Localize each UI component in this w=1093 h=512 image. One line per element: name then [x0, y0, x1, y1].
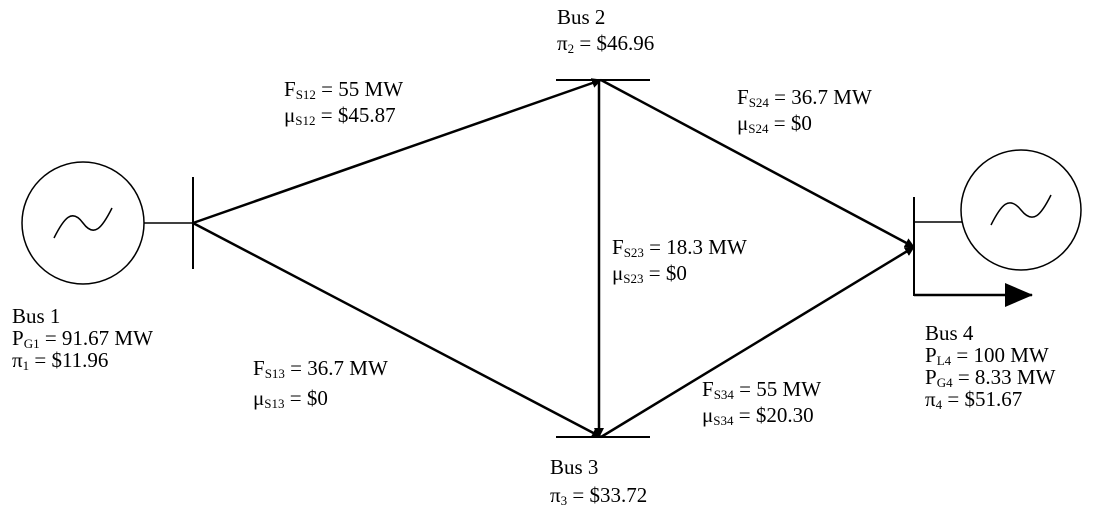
bus-2-line: π2 = $46.96	[557, 31, 655, 56]
bus-4-label: Bus 4 PL4 = 100 MW PG4 = 8.33 MW π4 = $5…	[925, 321, 1056, 412]
bus-3-label: Bus 3 π3 = $33.72	[550, 455, 648, 508]
flow-2-4-label: FS24 = 36.7 MW μS24 = $0	[737, 85, 872, 136]
flow-1-2-label: FS12 = 55 MW μS12 = $45.87	[284, 77, 404, 128]
flow-2-3-label: FS23 = 18.3 MW μS23 = $0	[612, 235, 747, 286]
bus-4-line: PL4 = 100 MW	[925, 343, 1049, 368]
bus-1-label: Bus 1 PG1 = 91.67 MW π1 = $11.96	[12, 304, 153, 373]
flow-line: μS12 = $45.87	[284, 103, 396, 128]
bus-1-line: PG1 = 91.67 MW	[12, 326, 153, 351]
flow-line: FS34 = 55 MW	[702, 377, 822, 402]
line-1-3-arrow	[192, 221, 602, 439]
bus-3-line: π3 = $33.72	[550, 483, 648, 508]
bus-2-label: Bus 2 π2 = $46.96	[557, 5, 655, 56]
line-2-4-arrow	[600, 78, 915, 249]
bus-1-name: Bus 1	[12, 304, 61, 328]
flow-line: FS12 = 55 MW	[284, 77, 404, 102]
line-1-2-arrow	[192, 78, 602, 225]
flow-line: μS13 = $0	[253, 386, 328, 411]
bus-4-line: PG4 = 8.33 MW	[925, 365, 1056, 390]
bus-3-name: Bus 3	[550, 455, 599, 479]
flow-1-3-label: FS13 = 36.7 MW μS13 = $0	[253, 356, 388, 411]
bus-2-name: Bus 2	[557, 5, 606, 29]
bus-4-name: Bus 4	[925, 321, 974, 345]
generator-1-icon	[21, 161, 193, 285]
line-3-4-arrow	[600, 245, 915, 439]
flow-line: FS24 = 36.7 MW	[737, 85, 872, 110]
flow-3-4-label: FS34 = 55 MW μS34 = $20.30	[702, 377, 822, 428]
flow-line: FS23 = 18.3 MW	[612, 235, 747, 260]
flow-line: μS23 = $0	[612, 261, 687, 286]
bus-1-line: π1 = $11.96	[12, 348, 109, 373]
generator-4-icon	[914, 149, 1082, 271]
flow-line: μS24 = $0	[737, 111, 812, 136]
flow-line: μS34 = $20.30	[702, 403, 814, 428]
bus-4-line: π4 = $51.67	[925, 387, 1023, 412]
flow-line: FS13 = 36.7 MW	[253, 356, 388, 381]
